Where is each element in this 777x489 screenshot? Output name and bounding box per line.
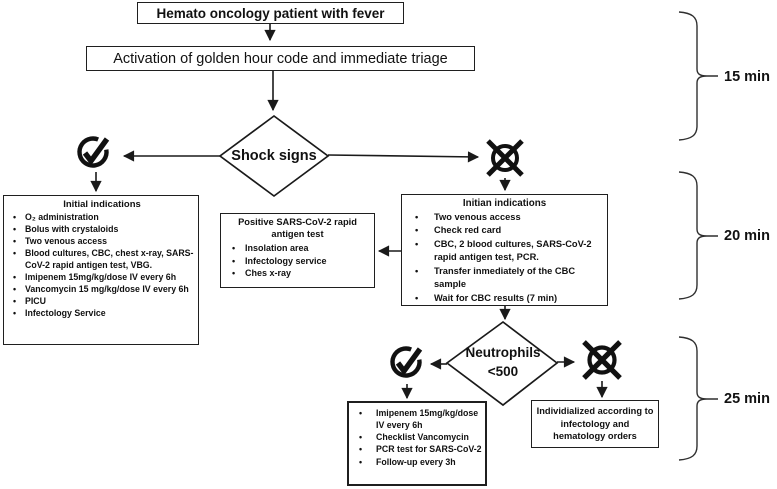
neutropenia-treatment-box: Imipenem 15mg/kg/dose IV every 6hCheckli…: [347, 401, 487, 486]
list-item: Imipenem 15mg/kg/dose IV every 6h: [10, 271, 194, 283]
yes-check-icon: [390, 346, 423, 378]
initian-indications-box: Initian indications Two venous accessChe…: [401, 194, 608, 306]
list-item: Ches x-ray: [225, 267, 370, 280]
list-item: Transfer inmediately of the CBC sample: [408, 265, 601, 292]
positive-sars-title: Positive SARS-CoV-2 rapid antigen test: [238, 217, 357, 239]
list-item: Insolation area: [225, 242, 370, 255]
individualized-orders-box: Individialized according to infectology …: [531, 400, 659, 448]
list-item: Two venous access: [408, 211, 601, 225]
positive-sars-box: Positive SARS-CoV-2 rapid antigen test I…: [220, 213, 375, 288]
arrow-shock-no: [327, 151, 480, 163]
list-item: Imipenem 15mg/kg/dose IV every 6h: [352, 407, 482, 431]
list-item: Blood cultures, CBC, chest x-ray, SARS-C…: [10, 247, 194, 271]
list-item: Follow-up every 3h: [352, 456, 482, 468]
list-item: CBC, 2 blood cultures, SARS-CoV-2 rapid …: [408, 238, 601, 265]
list-item: Bolus with crystaloids: [10, 223, 194, 235]
initian-indications-list: Two venous accessCheck red cardCBC, 2 bl…: [408, 211, 601, 306]
no-cross-icon: [486, 139, 524, 177]
brace-15min: [678, 11, 718, 141]
timeline-label-20min: 20 min: [724, 228, 770, 244]
initial-indications-list: O₂ administrationBolus with crystaloidsT…: [10, 211, 194, 319]
yes-check-icon: [77, 136, 110, 168]
list-item: PCR test for SARS-CoV-2: [352, 443, 482, 455]
neutrophils-label-line2: <500: [487, 363, 519, 379]
activation-node: Activation of golden hour code and immed…: [86, 46, 475, 71]
neutrophils-label-line1: Neutrophils: [465, 345, 541, 360]
brace-20min: [678, 171, 718, 300]
brace-25min: [678, 336, 718, 461]
list-item: O₂ administration: [10, 211, 194, 223]
timeline-label-15min: 15 min: [724, 69, 770, 85]
initial-indications-box: Initial indications O₂ administrationBol…: [3, 195, 199, 345]
list-item: Check red card: [408, 224, 601, 238]
neutrophils-diamond: [445, 320, 559, 407]
individualized-orders-label: Individialized according to infectology …: [536, 406, 654, 442]
list-item: Wait for CBC results (7 min): [408, 292, 601, 306]
activation-node-label: Activation of golden hour code and immed…: [113, 50, 448, 67]
initial-indications-title: Initial indications: [63, 199, 141, 210]
neutropenia-treatment-list: Imipenem 15mg/kg/dose IV every 6hCheckli…: [352, 407, 482, 468]
list-item: Vancomycin 15 mg/kg/dose IV every 6h: [10, 283, 194, 295]
start-node-label: Hemato oncology patient with fever: [156, 5, 385, 21]
list-item: Two venous access: [10, 235, 194, 247]
list-item: Checklist Vancomycin: [352, 431, 482, 443]
list-item: Infectology Service: [10, 307, 194, 319]
positive-sars-list: Insolation areaInfectology serviceChes x…: [225, 242, 370, 280]
initian-indications-title: Initian indications: [462, 198, 547, 209]
no-cross-icon: [582, 340, 622, 380]
start-node: Hemato oncology patient with fever: [137, 2, 404, 24]
timeline-label-25min: 25 min: [724, 391, 770, 407]
neutrophils-label: Neutrophils <500: [443, 344, 563, 382]
shock-signs-diamond: [218, 114, 330, 198]
shock-signs-label: Shock signs: [231, 148, 317, 164]
list-item: PICU: [10, 295, 194, 307]
list-item: Infectology service: [225, 255, 370, 268]
